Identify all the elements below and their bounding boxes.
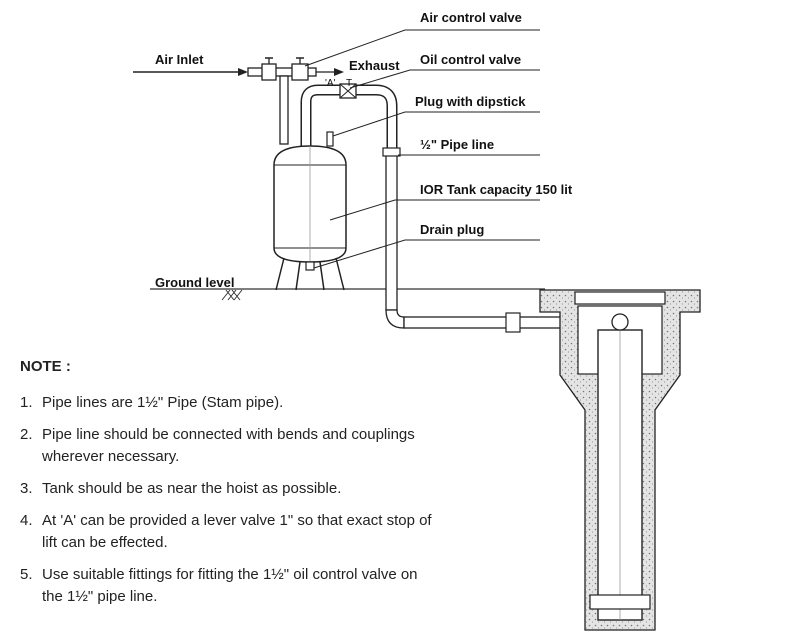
hoist-inlet-elbow	[611, 313, 629, 331]
note-item: 3. Tank should be as near the hoist as po…	[20, 478, 440, 500]
label-drain-plug: Drain plug	[420, 222, 484, 237]
oil-pipe-riser	[300, 84, 398, 150]
note-text: Tank should be as near the hoist as poss…	[42, 480, 342, 497]
ground-hatch	[221, 289, 243, 301]
note-list: 1. Pipe lines are 1½" Pipe (Stam pipe). 2…	[20, 392, 440, 608]
notes-panel: NOTE : 1. Pipe lines are 1½" Pipe (Stam p…	[20, 356, 440, 618]
hoist-cylinder-base	[589, 594, 651, 610]
note-text: Use suitable fittings for fitting the 1½…	[42, 566, 418, 605]
note-item: 2. Pipe line should be connected with ben…	[20, 424, 440, 468]
note-number: 2.	[20, 426, 33, 443]
pipe-line-vertical	[385, 149, 398, 311]
pipe-coupling	[382, 147, 401, 157]
note-number: 1.	[20, 394, 33, 411]
air-pipe-vertical	[279, 75, 289, 145]
note-text: At 'A' can be provided a lever valve 1" …	[42, 512, 432, 551]
label-ior-tank: IOR Tank capacity 150 lit	[420, 182, 573, 197]
pipe-bend	[385, 309, 405, 329]
hoist-pit-top-plate	[574, 291, 666, 305]
label-point-a: 'A'	[325, 78, 336, 89]
label-point-t: T	[346, 78, 352, 89]
note-text: Pipe line should be connected with bends…	[42, 426, 415, 465]
label-air-inlet: Air Inlet	[155, 52, 204, 67]
note-text: Pipe lines are 1½" Pipe (Stam pipe).	[42, 394, 284, 411]
label-oil-control-valve: Oil control valve	[420, 52, 521, 67]
drain-plug	[305, 261, 315, 271]
note-item: 1. Pipe lines are 1½" Pipe (Stam pipe).	[20, 392, 440, 414]
air-control-valve-body	[291, 63, 309, 81]
note-item: 5. Use suitable fittings for fitting the …	[20, 564, 440, 608]
label-pipe-line: ½" Pipe line	[420, 137, 494, 152]
pipe-union	[505, 312, 521, 333]
dipstick-plug	[326, 131, 334, 147]
label-plug-with-dipstick: Plug with dipstick	[415, 94, 526, 109]
label-ground-level: Ground level	[155, 275, 234, 290]
tank-legs	[275, 257, 345, 291]
note-number: 3.	[20, 480, 33, 497]
note-item: 4. At 'A' can be provided a lever valve 1…	[20, 510, 440, 554]
note-number: 4.	[20, 512, 33, 529]
note-title: NOTE :	[20, 358, 71, 375]
air-valve-left	[261, 63, 277, 81]
air-inlet-arrow	[238, 68, 248, 76]
exhaust-arrow	[334, 68, 344, 76]
label-air-control-valve: Air control valve	[420, 10, 522, 25]
note-number: 5.	[20, 566, 33, 583]
leader-lines	[304, 29, 540, 269]
label-exhaust: Exhaust	[349, 58, 400, 73]
